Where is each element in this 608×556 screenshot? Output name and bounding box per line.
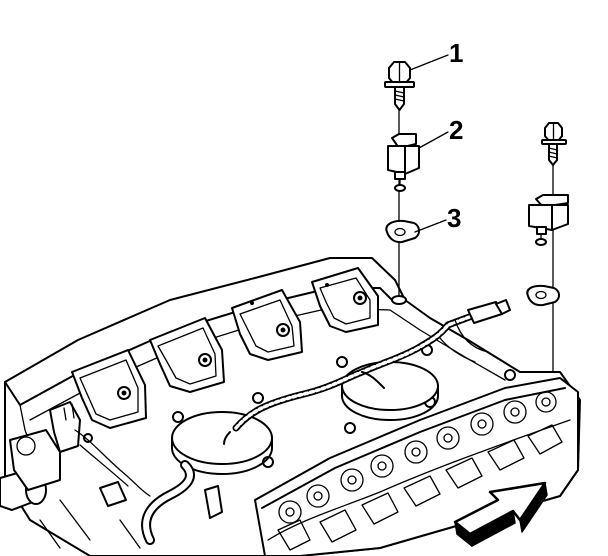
- callout-1: 1: [449, 38, 464, 68]
- sensor-boss-left: [391, 295, 407, 305]
- callout-2: 2: [449, 115, 464, 145]
- leader-lines: [409, 54, 449, 233]
- knock-sensor-2: [387, 133, 420, 192]
- valley-plates: [171, 361, 439, 475]
- callout-3: 3: [447, 203, 462, 233]
- gasket-3: [385, 219, 420, 244]
- gasket-right: [526, 284, 560, 307]
- bolt-1: [384, 61, 415, 111]
- front-direction-arrow: [453, 481, 548, 547]
- front-hardware: [0, 401, 223, 549]
- knock-sensor-harness: [223, 299, 511, 445]
- bolt-right: [541, 122, 567, 166]
- intake-ports: [71, 267, 379, 429]
- cover-bolts: [83, 344, 516, 468]
- knock-sensor-right: [528, 194, 569, 246]
